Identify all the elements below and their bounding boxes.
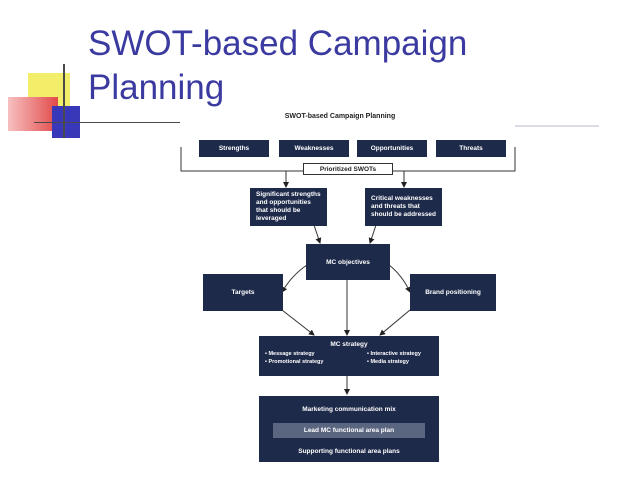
arrow-brand-to-strategy — [379, 309, 411, 336]
mc-objectives: MC objectives — [306, 244, 390, 280]
decorative-vertical-line — [63, 64, 65, 138]
swot-threats: Threats — [436, 140, 506, 157]
decorative-horizontal-line — [34, 122, 180, 123]
mc-strategy-box: MC strategy — [259, 336, 439, 376]
supporting-plans: Supporting functional area plans — [260, 443, 438, 459]
brand-positioning-box: Brand positioning — [410, 274, 496, 311]
arrow-significant-to-objectives — [313, 224, 322, 244]
mix-label: Marketing communication mix — [302, 406, 396, 413]
swot-opportunities: Opportunities — [357, 140, 427, 157]
mc-strategy-title: MC strategy — [330, 341, 368, 348]
swot-strengths: Strengths — [199, 140, 269, 157]
strategy-bullets-left: • Message strategy • Promotional strateg… — [265, 350, 323, 366]
strategy-message: • Message strategy — [265, 351, 315, 357]
decorative-red-square — [8, 97, 58, 131]
significant-strengths-box: Significant strengths and opportunities … — [250, 188, 327, 226]
diagram-title: SWOT-based Campaign Planning — [284, 113, 396, 120]
strategy-promotional: • Promotional strategy — [265, 359, 324, 365]
arrow-objectives-to-targets — [281, 264, 308, 293]
arrow-targets-to-strategy — [281, 309, 315, 336]
decorative-right-line — [515, 125, 599, 127]
targets-box: Targets — [203, 274, 283, 311]
arrow-objectives-to-brand — [388, 264, 411, 293]
swot-weaknesses: Weaknesses — [279, 140, 349, 157]
critical-weaknesses-box: Critical weaknesses and threats that sho… — [365, 188, 442, 226]
prioritized-swots: Prioritized SWOTs — [303, 163, 393, 175]
lead-mc-plan: Lead MC functional area plan — [273, 423, 425, 438]
arrow-critical-to-objectives — [368, 224, 377, 244]
strategy-media: • Media strategy — [367, 359, 409, 365]
strategy-interactive: • Interactive strategy — [367, 351, 421, 357]
slide-title: SWOT-based Campaign Planning — [88, 24, 468, 107]
strategy-bullets-right: • Interactive strategy • Media strategy — [367, 350, 421, 366]
